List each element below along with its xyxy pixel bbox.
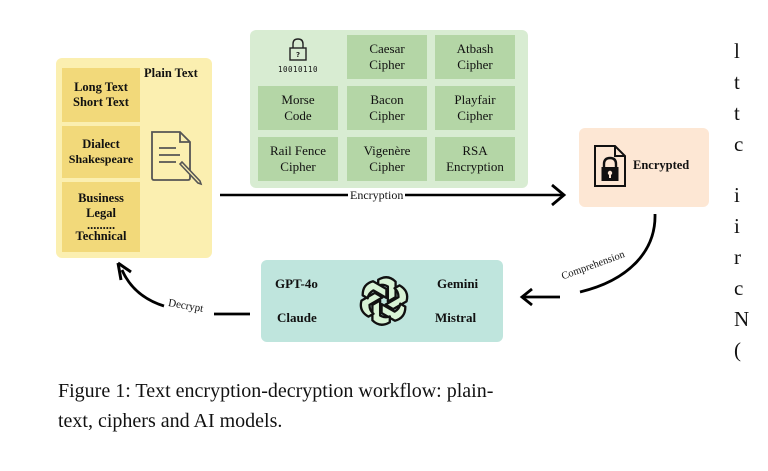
figure-caption: Figure 1: Text encryption-decryption wor… [58, 376, 728, 436]
cipher-name: Cipher [369, 108, 405, 123]
cipher-name: Caesar [369, 41, 405, 56]
cipher-name: Bacon [370, 92, 404, 107]
encrypted-label: Encrypted [633, 158, 690, 172]
cipher-cell-rsa: RSA Encryption [435, 137, 515, 181]
document-pencil-icon [151, 131, 203, 186]
plain-text-panel: Plain Text Long Text Short Text Dialect … [56, 58, 212, 258]
text-fragment: r [734, 245, 741, 269]
comprehension-arrow-head [519, 287, 533, 307]
cipher-cell-bacon: Bacon Cipher [347, 86, 427, 130]
cipher-name: Vigenère [363, 143, 411, 158]
text-fragment: i [734, 183, 740, 207]
caption-line: text, ciphers and AI models. [58, 410, 283, 432]
encrypted-box: Encrypted [579, 128, 709, 207]
comprehension-arrow-path [579, 213, 657, 294]
cipher-panel: ? 10010110 Caesar Cipher Atbash Cipher M… [250, 30, 528, 188]
cipher-cell-rail-fence: Rail Fence Cipher [258, 137, 338, 181]
caption-line: Figure 1: Text encryption-decryption wor… [58, 380, 494, 402]
cipher-name: Cipher [369, 57, 405, 72]
cipher-name: Cipher [457, 108, 493, 123]
text-type-label: Dialect [82, 137, 120, 151]
svg-text:?: ? [296, 51, 300, 59]
model-label-mistral: Mistral [435, 310, 477, 325]
text-type-label: Technical [75, 228, 127, 243]
encryption-label: Encryption [348, 188, 406, 203]
text-length-box: Long Text Short Text [62, 68, 140, 122]
model-label-gemini: Gemini [437, 276, 479, 291]
cipher-name: Code [284, 108, 312, 123]
cipher-cell-vigenere: Vigenère Cipher [347, 137, 427, 181]
ai-models-panel: GPT-4o Claude Gemini Mistral [261, 260, 503, 342]
encryption-arrow-head [551, 183, 567, 207]
adjacent-column-text: l t t c i i r c N ( [734, 36, 768, 366]
cipher-cell-caesar: Caesar Cipher [347, 35, 427, 79]
cipher-cell-morse: Morse Code [258, 86, 338, 130]
text-type-ellipsis: ......... [86, 217, 116, 232]
cipher-name: Playfair [454, 92, 496, 107]
text-fragment [734, 160, 768, 180]
cipher-name: Rail Fence [270, 143, 326, 158]
plain-text-title: Plain Text [144, 66, 198, 80]
lock-icon: ? [289, 37, 307, 61]
text-domain-box: Business Legal ......... Technical [62, 182, 140, 252]
text-type-label: Short Text [73, 95, 129, 109]
decrypt-arrow-path [120, 269, 165, 308]
text-fragment: c [734, 132, 744, 156]
cipher-name: Cipher [457, 57, 493, 72]
cipher-name: Cipher [369, 159, 405, 174]
openai-logo-icon [356, 276, 412, 326]
cipher-name: Cipher [280, 159, 316, 174]
cipher-cell-atbash: Atbash Cipher [435, 35, 515, 79]
locked-file-icon [594, 145, 626, 187]
cipher-name: Morse [281, 92, 315, 107]
text-fragment: t [734, 101, 740, 125]
text-type-label: Long Text [74, 80, 128, 94]
model-label-gpt4o: GPT-4o [275, 276, 318, 291]
lock-binary-cell: ? 10010110 [258, 35, 338, 79]
model-label-claude: Claude [277, 310, 317, 325]
cipher-name: Encryption [446, 159, 504, 174]
binary-text: 10010110 [277, 64, 319, 74]
text-fragment: ( [734, 338, 741, 362]
cipher-name: RSA [462, 143, 488, 158]
text-fragment: i [734, 214, 740, 238]
text-style-box: Dialect Shakespeare [62, 126, 140, 178]
text-fragment: c [734, 276, 744, 300]
cipher-cell-playfair: Playfair Cipher [435, 86, 515, 130]
text-type-label: Shakespeare [68, 152, 134, 166]
text-fragment: l [734, 39, 740, 63]
cipher-name: Atbash [456, 41, 494, 56]
text-fragment: N [734, 307, 750, 331]
text-type-label: Legal [86, 205, 116, 220]
text-type-label: Business [78, 190, 124, 205]
text-fragment: t [734, 70, 740, 94]
decrypt-arrow-head [116, 261, 132, 281]
